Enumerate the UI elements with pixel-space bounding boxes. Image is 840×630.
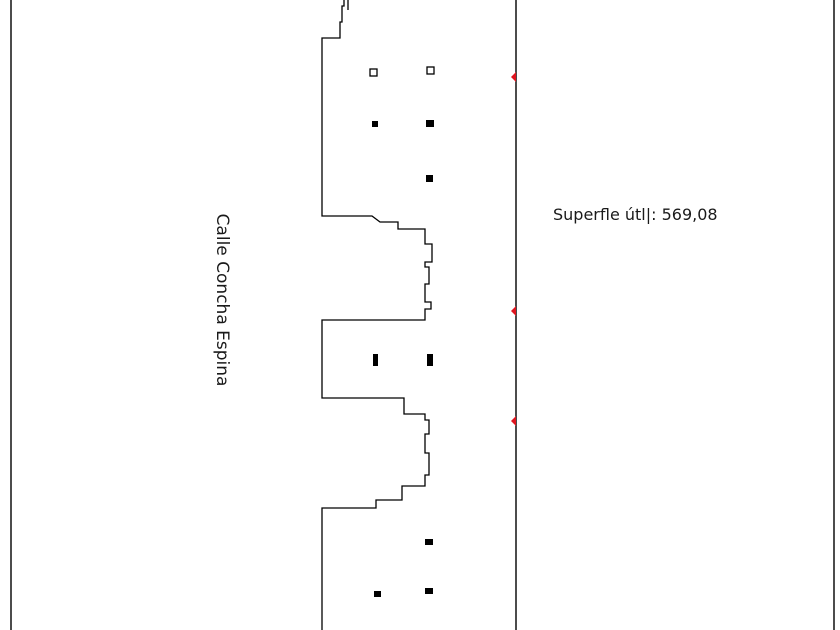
street-name-text: Calle Concha Espina — [212, 213, 232, 387]
red-marker — [511, 416, 516, 426]
building-outline — [321, 0, 433, 630]
column-solid — [373, 354, 378, 366]
column-hollow — [369, 68, 378, 77]
column-solid — [425, 588, 433, 594]
column-solid — [425, 539, 433, 545]
column-solid — [427, 354, 433, 366]
column-solid — [426, 120, 434, 127]
column-solid — [372, 121, 378, 127]
column-hollow — [426, 66, 435, 75]
column-solid — [374, 591, 381, 597]
column-solid — [426, 175, 433, 182]
red-marker — [511, 306, 516, 316]
usable-area-label: Superfle útl|: 569,08 — [553, 205, 718, 224]
red-marker — [511, 72, 516, 82]
